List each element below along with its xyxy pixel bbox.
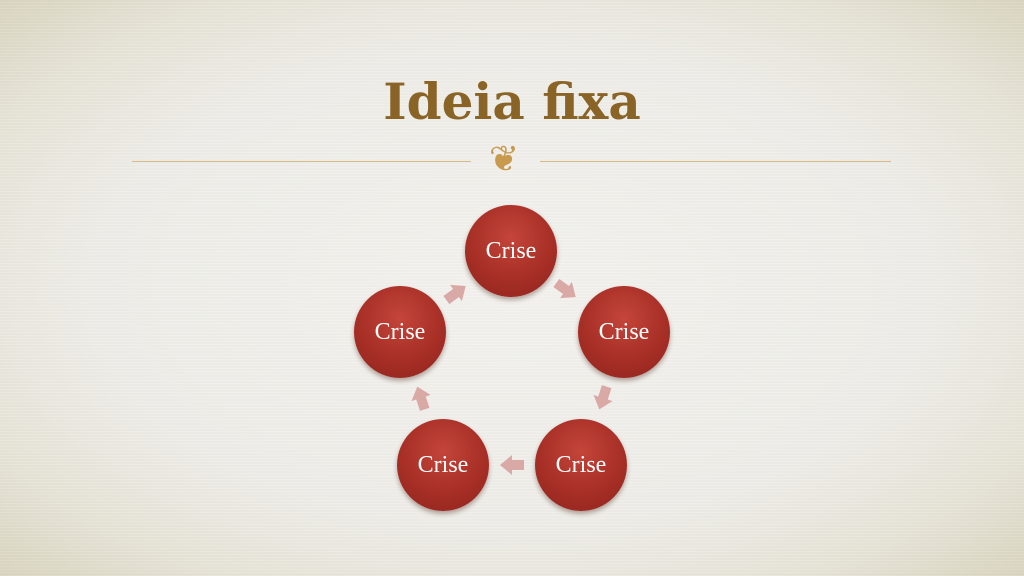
slide-title: Ideia fixa — [383, 72, 641, 131]
ornament-icon: ❦ — [488, 139, 520, 180]
cycle-node-label: Crise — [598, 319, 650, 345]
cycle-node-bottom-left: Crise — [397, 419, 489, 511]
cycle-node-left: Crise — [354, 286, 446, 378]
title-rule-right — [540, 161, 891, 162]
cycle-arrow-icon — [408, 383, 434, 412]
cycle-arrow-icon — [500, 455, 524, 475]
cycle-node-top: Crise — [465, 205, 557, 297]
cycle-node-label: Crise — [555, 452, 607, 478]
cycle-node-right: Crise — [578, 286, 670, 378]
cycle-arrow-icon — [590, 383, 616, 412]
cycle-node-bottom-right: Crise — [535, 419, 627, 511]
title-rule-left — [132, 161, 471, 162]
cycle-node-label: Crise — [417, 452, 469, 478]
cycle-node-label: Crise — [485, 238, 537, 264]
cycle-arrow-icon — [440, 278, 471, 308]
cycle-node-label: Crise — [374, 319, 426, 345]
cycle-arrow-icon — [550, 275, 581, 305]
